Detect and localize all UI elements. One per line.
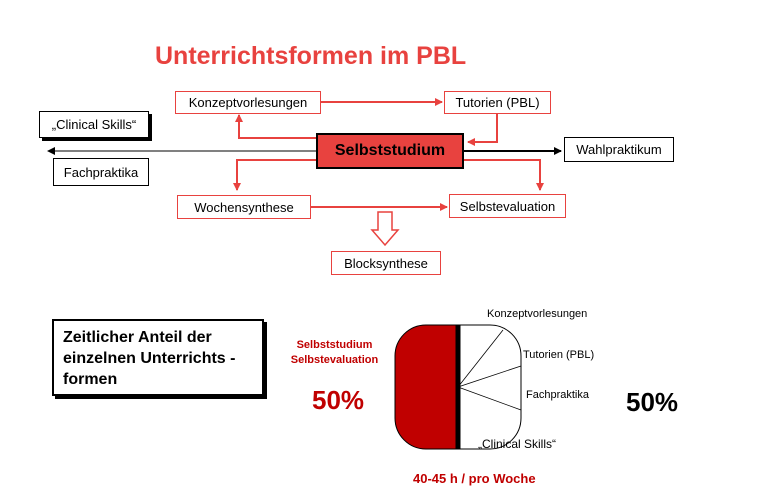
box-selbststudium: Selbststudium — [316, 133, 464, 169]
box-fachpraktika: Fachpraktika — [53, 158, 149, 186]
box-wochensynthese: Wochensynthese — [177, 195, 311, 219]
arrow-selbststudium-wochensynthese — [233, 159, 316, 191]
box-clinical-skills: „Clinical Skills“ — [39, 111, 149, 138]
pie-divider-1 — [457, 329, 504, 388]
note-line-1: Zeitlicher Anteil der — [63, 329, 212, 346]
box-wahlpraktikum: Wahlpraktikum — [564, 137, 674, 162]
right-percent: 50% — [626, 387, 679, 417]
weekly-hours-footer: 40-45 h / pro Woche — [413, 471, 536, 486]
left-percent: 50% — [312, 385, 365, 415]
box-konzeptvorlesungen: Konzeptvorlesungen — [175, 91, 321, 114]
pie-label-fachpraktika: Fachpraktika — [526, 389, 589, 401]
pie-label-tutorien: Tutorien (PBL) — [523, 349, 595, 361]
label-selbststudium: Selbststudium — [296, 339, 373, 351]
pie-divider-2 — [457, 365, 522, 388]
arrow-selbststudium-konzept — [235, 114, 316, 139]
arrow-tutorien-selbststudium — [467, 113, 498, 146]
pie-left-labels: Selbststudium Selbstevaluation — [283, 338, 386, 368]
hollow-arrow-blocksynthese — [370, 211, 400, 247]
pie-slice-selbststudium — [394, 324, 459, 450]
pie-label-konzeptvorlesungen: Konzeptvorlesungen — [487, 308, 588, 320]
label-selbstevaluation: Selbstevaluation — [290, 354, 379, 366]
box-selbstevaluation: Selbstevaluation — [449, 194, 566, 218]
arrow-selbststudium-selbstevaluation — [464, 159, 544, 191]
note-line-2: einzelnen Unterrichts - — [63, 350, 236, 367]
box-tutorien: Tutorien (PBL) — [444, 91, 551, 114]
time-share-note: Zeitlicher Anteil der einzelnen Unterric… — [52, 319, 264, 396]
note-line-3: formen — [63, 371, 118, 388]
pie-right-half — [457, 324, 522, 450]
pie-divider-3 — [457, 386, 522, 411]
page-title: Unterrichtsformen im PBL — [155, 42, 467, 70]
box-blocksynthese: Blocksynthese — [331, 251, 441, 275]
pie-label-clinical-skills: „Clinical Skills“ — [478, 437, 557, 451]
